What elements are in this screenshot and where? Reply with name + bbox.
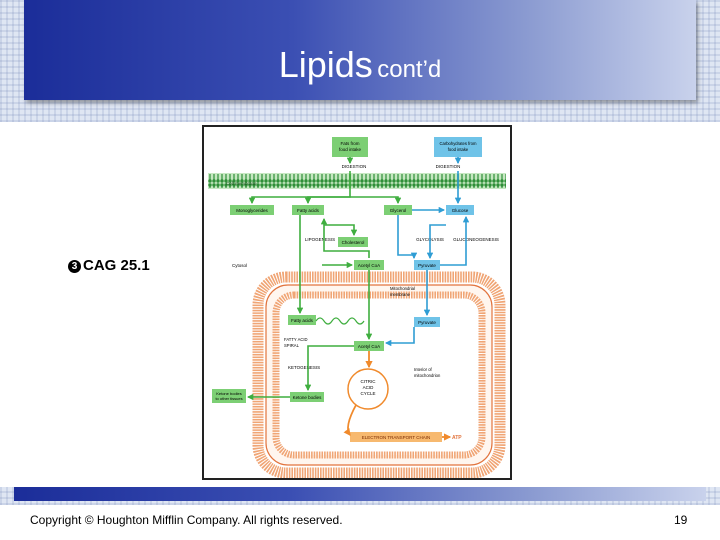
fatty-acid-spiral-coil	[315, 317, 365, 325]
monoglycerides-box	[230, 205, 274, 215]
mitochondrion	[252, 271, 506, 478]
citric-acid-cycle-ring	[347, 368, 389, 410]
glucose-label: Glucose	[452, 208, 469, 213]
digestion-left-label: DIGESTION	[342, 164, 367, 169]
digestion-right-label: DIGESTION	[436, 164, 461, 169]
mito-membrane-line1: Mitochondrial	[390, 286, 415, 291]
footer-copyright: Copyright © Houghton Mifflin Company. Al…	[30, 513, 343, 527]
ketone-bodies-out-box	[212, 389, 246, 403]
fats-source-line2: food intake	[339, 147, 362, 152]
fat-pathway-arrows	[246, 157, 402, 401]
pyruvate-top-box	[414, 260, 440, 270]
carbs-source-line1: Carbohydrates from	[439, 141, 477, 146]
bullet-text: CAG 25.1	[83, 257, 150, 274]
slide-title-sub: cont’d	[377, 56, 442, 83]
fatty-acids-top-label: Fatty acids	[297, 208, 320, 213]
interior-mito-line1: Interior of	[414, 367, 433, 372]
fatty-acid-spiral-line1: FATTY ACID	[284, 337, 308, 342]
glycerol-label: Glycerol	[390, 208, 407, 213]
citric-cycle-line1: CITRIC	[361, 379, 377, 384]
metabolism-figure: Cell membrane Fats from food intake Carb…	[202, 125, 512, 480]
fats-source-line1: Fats from	[340, 141, 359, 146]
acetyl-coa-top-box	[354, 260, 384, 270]
cytosol-label: Cytosol	[232, 263, 247, 268]
carb-pathway-arrows	[384, 157, 470, 347]
metabolism-diagram: Cell membrane Fats from food intake Carb…	[208, 137, 506, 478]
gluconeogenesis-label: GLUCONEOGENESIS	[453, 237, 499, 242]
pyruvate-top-label: Pyruvate	[418, 263, 436, 268]
ketone-bodies-label: Ketone bodies	[293, 395, 323, 400]
page-number: 19	[674, 513, 688, 527]
cell-membrane-label: Cell membrane	[226, 181, 257, 186]
bullet-glyph-icon: 3	[68, 260, 81, 273]
ketone-bodies-box	[290, 392, 324, 402]
pyruvate-inner-box	[414, 317, 440, 327]
pyruvate-inner-label: Pyruvate	[418, 320, 436, 325]
lipogenesis-label: LIPOGENESIS	[305, 237, 335, 242]
glycerol-box	[384, 205, 412, 215]
fats-source-box	[332, 137, 368, 157]
carbs-source-line2: food intake	[448, 147, 469, 152]
cell-membrane	[208, 173, 506, 189]
ketogenesis-label: KETOGENESIS	[288, 365, 320, 370]
footer-bar-panel	[14, 487, 706, 501]
title-banner-panel	[24, 0, 696, 100]
carbs-source-box	[434, 137, 482, 157]
monoglycerides-label: Monoglycerides	[236, 208, 268, 213]
glucose-box	[446, 205, 474, 215]
ketone-bodies-out-line2: to other tissues	[215, 396, 242, 401]
footer-bar	[0, 487, 720, 505]
atp-label: ATP	[452, 435, 462, 441]
cholesterol-label: Cholesterol	[342, 240, 365, 245]
fatty-acids-inner-label: Fatty acids	[291, 318, 314, 323]
title-banner	[0, 0, 720, 122]
ketone-bodies-out-line1: Ketone bodies	[216, 391, 242, 396]
citric-cycle-line3: CYCLE	[360, 391, 375, 396]
acetyl-coa-inner-box	[354, 341, 384, 351]
fatty-acids-top-box	[292, 205, 324, 215]
energy-pathway-arrows	[343, 351, 452, 441]
citric-cycle-line2: ACID	[363, 385, 375, 390]
slide-title: Lipids cont’d	[0, 44, 720, 86]
acetyl-coa-top-label: Acetyl CoA	[358, 263, 380, 268]
etc-label: ELECTRON TRANSPORT CHAIN	[362, 435, 431, 440]
acetyl-coa-inner-label: Acetyl CoA	[358, 344, 380, 349]
fatty-acids-inner-box	[288, 315, 316, 325]
mito-membrane-line2: membrane	[390, 292, 411, 297]
fatty-acid-spiral-line2: SPIRAL	[284, 343, 300, 348]
cholesterol-box	[338, 237, 368, 247]
interior-mito-line2: mitochondrion	[414, 373, 441, 378]
etc-box	[350, 432, 442, 442]
slide-title-main: Lipids	[278, 44, 373, 85]
